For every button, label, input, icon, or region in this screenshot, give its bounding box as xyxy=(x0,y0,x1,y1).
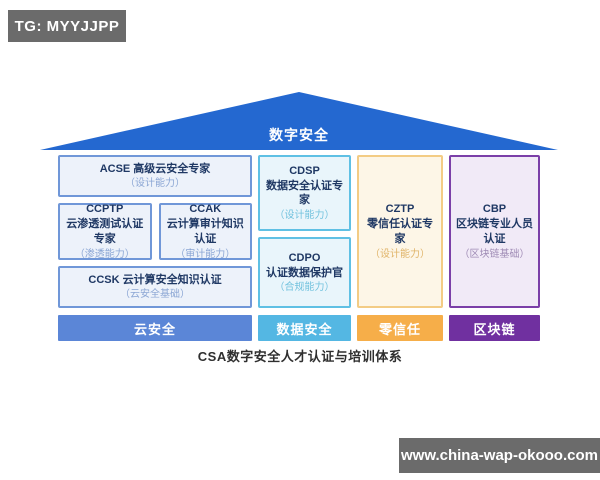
tg-watermark-badge: TG: MYYJJPP xyxy=(8,10,126,42)
cert-box-ccsk: CCSK 云计算安全知识认证 （云安全基础） xyxy=(58,266,252,308)
cert-title: CBP 区块链专业人员认证 xyxy=(456,203,533,245)
cert-subtitle: （设计能力） xyxy=(125,178,185,190)
cert-box-cdsp: CDSP 数据安全认证专家 （设计能力） xyxy=(258,155,351,231)
cert-box-cbp: CBP 区块链专业人员认证 （区块链基础） xyxy=(449,155,540,308)
roof-label: 数字安全 xyxy=(269,127,329,143)
cert-title: CCSK 云计算安全知识认证 xyxy=(88,273,222,286)
cert-box-ccak: CCAK 云计算审计知识认证 （审计能力） xyxy=(158,203,252,260)
pillar-footer-cloud-security: 云安全 xyxy=(58,315,252,341)
cert-box-ccptp: CCPTP 云渗透测试认证专家 （渗透能力） xyxy=(58,203,152,260)
pillar-footer-blockchain: 区块链 xyxy=(449,315,540,341)
cert-subtitle: （云安全基础） xyxy=(120,289,190,301)
cert-box-row: CCPTP 云渗透测试认证专家 （渗透能力） CCAK 云计算审计知识认证 （审… xyxy=(58,203,252,260)
column-zero-trust: CZTP 零信任认证专家 （设计能力） 零信任 xyxy=(357,155,443,341)
pillars-container: ACSE 高级云安全专家 （设计能力） CCPTP 云渗透测试认证专家 （渗透能… xyxy=(58,155,542,341)
cert-box-cztp: CZTP 零信任认证专家 （设计能力） xyxy=(357,155,443,308)
roof-triangle: 数字安全 xyxy=(40,92,558,150)
cert-title: CDPO 认证数据保护官 xyxy=(266,251,343,279)
pillar-footer-data-security: 数据安全 xyxy=(258,315,351,341)
cert-subtitle: （设计能力） xyxy=(370,248,430,260)
site-watermark-badge: www.china-wap-okooo.com xyxy=(399,438,600,473)
column-cloud-security: ACSE 高级云安全专家 （设计能力） CCPTP 云渗透测试认证专家 （渗透能… xyxy=(58,155,252,341)
pillar-footer-zero-trust: 零信任 xyxy=(357,315,443,341)
cert-title: CZTP 零信任认证专家 xyxy=(367,203,433,245)
cert-subtitle: （设计能力） xyxy=(274,210,335,222)
cert-title: CCAK 云计算审计知识认证 xyxy=(166,203,244,245)
cert-title: CDSP 数据安全认证专家 xyxy=(266,164,343,207)
diagram-caption: CSA数字安全人才认证与培训体系 xyxy=(197,349,403,364)
column-data-security: CDSP 数据安全认证专家 （设计能力） CDPO 认证数据保护官 （合规能力）… xyxy=(258,155,351,341)
cert-title: CCPTP 云渗透测试认证专家 xyxy=(66,203,144,245)
cert-subtitle: （渗透能力） xyxy=(74,248,135,260)
cert-title: ACSE 高级云安全专家 xyxy=(99,162,211,175)
column-blockchain: CBP 区块链专业人员认证 （区块链基础） 区块链 xyxy=(449,155,540,341)
cert-subtitle: （审计能力） xyxy=(175,248,236,260)
cert-box-cdpo: CDPO 认证数据保护官 （合规能力） xyxy=(258,237,351,308)
cert-box-acse: ACSE 高级云安全专家 （设计能力） xyxy=(58,155,252,197)
cert-subtitle: （区块链基础） xyxy=(459,248,530,260)
cert-subtitle: （合规能力） xyxy=(274,282,335,294)
